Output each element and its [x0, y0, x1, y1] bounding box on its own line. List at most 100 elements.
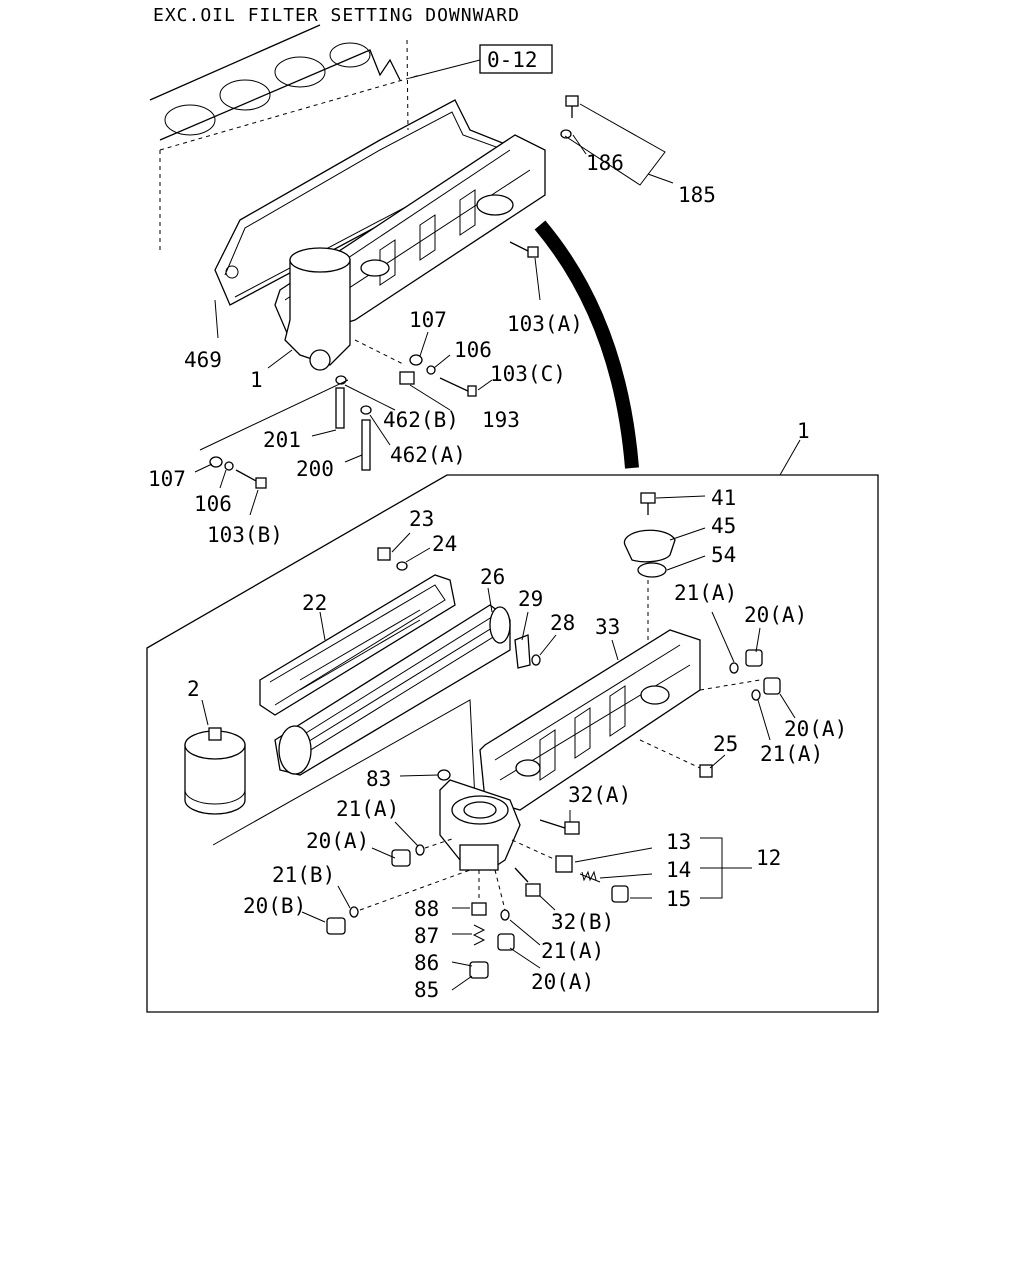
callout-14: 14: [666, 858, 691, 882]
callout-1-box: 1: [797, 419, 810, 443]
leader-1-box: [779, 439, 801, 476]
callout-103a-top: 103(A): [507, 312, 583, 336]
leader-2: [201, 699, 209, 726]
callout-21a-b: 21(A): [541, 939, 604, 963]
callout-87: 87: [414, 924, 439, 948]
reference-box-label: 0-12: [487, 48, 538, 72]
callout-54: 54: [711, 543, 736, 567]
callout-25: 25: [713, 732, 738, 756]
leader-20a-b: [509, 947, 541, 969]
plugs-left: [326, 837, 471, 935]
leader-13: [574, 847, 653, 863]
leader-20b: [301, 911, 326, 923]
reference-dashed-line: [406, 39, 409, 131]
seals-107-106-upper: [399, 354, 477, 397]
plug-83: [437, 769, 451, 781]
dashed-line-193: [354, 339, 406, 366]
leader-103a-top: [534, 257, 541, 301]
callout-45: 45: [711, 514, 736, 538]
leader-28: [539, 634, 557, 656]
filter-body: [439, 779, 521, 871]
gasket-29-oring-28: [514, 634, 541, 669]
relief-valve-13-14-15: [511, 839, 629, 903]
leader-186: [572, 134, 587, 155]
bolt-32a: [539, 819, 580, 835]
callout-20a-l: 20(A): [306, 829, 369, 853]
drain-plug-21a-20a: [494, 869, 515, 951]
callout-193: 193: [482, 408, 520, 432]
leader-107-left: [194, 463, 213, 473]
leader-462b: [344, 384, 396, 411]
leader-45: [669, 527, 706, 541]
cooler-element-26: [274, 604, 511, 776]
callout-85: 85: [414, 978, 439, 1002]
callout-185: 185: [678, 183, 716, 207]
diagram-title: EXC.OIL FILTER SETTING DOWNWARD: [153, 5, 520, 26]
leader-107-106-103b-group: [199, 379, 349, 451]
callout-2: 2: [187, 677, 200, 701]
callout-107-left: 107: [148, 467, 186, 491]
bolt-103a-top: [509, 241, 539, 258]
leader-21a-b: [509, 919, 541, 946]
leader-33: [611, 639, 619, 661]
leader-200: [344, 454, 363, 463]
leader-201: [311, 429, 337, 437]
callout-86: 86: [414, 951, 439, 975]
leader-103b: [249, 489, 259, 516]
callout-32a: 32(A): [568, 783, 631, 807]
leader-20a-r2: [779, 693, 796, 719]
callout-21a-r2: 21(A): [760, 742, 823, 766]
callout-21a-l: 21(A): [336, 797, 399, 821]
callout-106-top: 106: [454, 338, 492, 362]
exploded-view-frame: [146, 474, 879, 1013]
leader-469: [214, 299, 219, 339]
callout-462a: 462(A): [390, 443, 466, 467]
bracket-12: [700, 837, 752, 899]
leader-22: [319, 611, 326, 641]
callout-106-left: 106: [194, 492, 232, 516]
leader-106-left: [219, 469, 227, 489]
callout-23: 23: [409, 507, 434, 531]
callout-20a-b: 20(A): [531, 970, 594, 994]
callout-29: 29: [518, 587, 543, 611]
callout-28: 28: [550, 611, 575, 635]
callout-21b: 21(B): [272, 863, 335, 887]
callout-469: 469: [184, 348, 222, 372]
cover-45-bolt-41-oring-54: [623, 492, 676, 700]
leader-54: [666, 555, 706, 571]
leader-462a: [369, 414, 391, 446]
reference-leader: [409, 59, 481, 79]
leader-193: [409, 384, 451, 411]
callout-26: 26: [480, 565, 505, 589]
callout-107-top: 107: [409, 308, 447, 332]
callout-12: 12: [756, 846, 781, 870]
leader-41: [655, 495, 706, 499]
callout-1-top: 1: [250, 368, 263, 392]
leader-26: [487, 587, 493, 613]
reference-box[interactable]: 0-12: [479, 44, 553, 74]
leader-14: [599, 873, 653, 879]
leader-185: [647, 173, 674, 184]
leader-85: [451, 975, 473, 991]
leader-21a-r1: [711, 611, 735, 663]
callout-15: 15: [666, 887, 691, 911]
leader-185-group: [564, 103, 666, 186]
callout-186: 186: [586, 151, 624, 175]
callout-20a-r2: 20(A): [784, 717, 847, 741]
callout-24: 24: [432, 532, 457, 556]
callout-200: 200: [296, 457, 334, 481]
bolt-185: [560, 95, 579, 139]
leader-29: [521, 611, 529, 641]
nut-25: [639, 739, 713, 778]
fasteners-107-106-103b-left: [209, 456, 267, 489]
callout-22: 22: [302, 591, 327, 615]
connection-arrow: [534, 220, 639, 469]
leader-83: [399, 774, 439, 777]
leader-23: [391, 532, 411, 553]
callout-32b: 32(B): [551, 910, 614, 934]
callout-21a-r1: 21(A): [674, 581, 737, 605]
pins-462-200-201: [335, 375, 372, 471]
cylinder-block-outline: [149, 24, 421, 250]
filter-guide-line: [212, 699, 476, 846]
